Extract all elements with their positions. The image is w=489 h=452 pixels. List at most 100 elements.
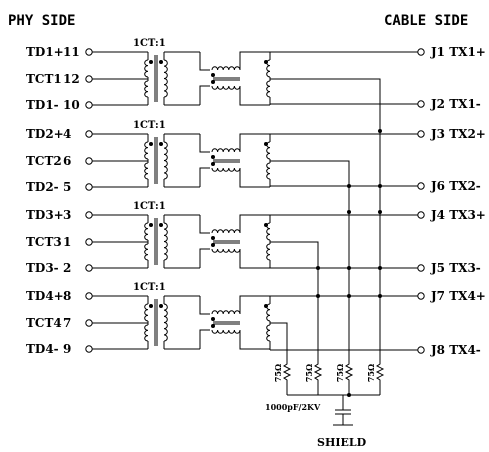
primary-coil-lower <box>144 243 149 261</box>
bus-junction-dot <box>347 393 351 397</box>
turns-ratio-label: 1CT:1 <box>133 38 166 49</box>
phy-pin-name: TD1+ <box>26 45 64 59</box>
primary-coil-upper <box>144 303 149 322</box>
autotransformer-coil-lower <box>266 80 271 98</box>
primary-coil-lower <box>144 80 149 98</box>
polarity-dot <box>211 155 215 159</box>
choke-coil-upper <box>211 66 241 71</box>
polarity-dot <box>149 223 153 227</box>
cable-terminal <box>417 48 425 56</box>
wire <box>239 133 266 152</box>
wire <box>239 168 266 188</box>
phy-pin-number: 11 <box>63 45 80 59</box>
choke-coil-lower <box>211 167 241 172</box>
capacitor-label: 1000pF/2KV <box>265 402 321 412</box>
phy-pin-number: 5 <box>63 180 71 194</box>
phy-terminal <box>85 211 93 219</box>
bus-junction-dot <box>378 184 382 188</box>
phy-pin-number: 3 <box>63 208 71 222</box>
bus-junction-dot <box>347 294 351 298</box>
turns-ratio-label: 1CT:1 <box>133 120 166 131</box>
secondary-coil <box>163 141 168 180</box>
bus-junction-dot <box>316 294 320 298</box>
polarity-dot <box>149 142 153 146</box>
wire <box>239 249 266 269</box>
cable-pin-name: J5 TX3- <box>430 261 481 275</box>
wire <box>239 214 266 233</box>
phy-side-header: PHY SIDE <box>8 13 75 29</box>
phy-pin-number: 8 <box>63 289 71 303</box>
wire <box>239 51 266 70</box>
autotransformer-coil-lower <box>266 324 271 342</box>
phy-pin-name: TD3- <box>26 261 59 275</box>
centre-tap-wire <box>270 241 319 360</box>
cable-terminal <box>417 130 425 138</box>
wire <box>199 167 210 187</box>
turns-ratio-label: 1CT:1 <box>133 282 166 293</box>
bus-junction-dot <box>347 210 351 214</box>
polarity-dot <box>264 304 268 308</box>
phy-pin-name: TCT2 <box>26 154 62 168</box>
resistor-value-label: 75Ω <box>335 364 345 382</box>
choke-coil-lower <box>211 248 241 253</box>
bus-junction-dot <box>316 266 320 270</box>
bus-junction-dot <box>347 184 351 188</box>
phy-pin-number: 6 <box>63 154 71 168</box>
centre-tap-wire <box>270 78 381 360</box>
cable-terminal <box>417 292 425 300</box>
primary-coil-upper <box>144 59 149 78</box>
bus-junction-dot <box>378 294 382 298</box>
choke-coil-lower <box>211 85 241 90</box>
wire <box>199 134 210 153</box>
polarity-dot <box>211 236 215 240</box>
termination-resistor <box>313 360 323 395</box>
phy-pin-name: TD4- <box>26 342 59 356</box>
phy-terminal <box>85 345 93 353</box>
phy-pin-name: TD3+ <box>26 208 64 222</box>
polarity-dot <box>159 60 163 64</box>
bus-junction-dot <box>378 266 382 270</box>
wire <box>239 295 266 314</box>
wire <box>199 85 210 105</box>
bus-junction-dot <box>347 266 351 270</box>
phy-pin-name: TD2+ <box>26 127 64 141</box>
phy-terminal <box>85 75 93 83</box>
cable-pin-name: J3 TX2+ <box>430 127 486 141</box>
polarity-dot <box>159 304 163 308</box>
resistor-value-label: 75Ω <box>304 364 314 382</box>
centre-tap-wire <box>270 160 350 360</box>
phy-pin-number: 9 <box>63 342 71 356</box>
polarity-dot <box>211 80 215 84</box>
cable-terminal <box>417 100 425 108</box>
termination-resistor <box>344 360 354 395</box>
bus-junction-dot <box>378 210 382 214</box>
phy-terminal <box>85 238 93 246</box>
choke-coil-upper <box>211 148 241 153</box>
cable-terminal <box>417 211 425 219</box>
cable-side-header: CABLE SIDE <box>384 13 468 29</box>
wire <box>199 296 210 315</box>
phy-terminal <box>85 264 93 272</box>
polarity-dot <box>211 73 215 77</box>
polarity-dot <box>159 142 163 146</box>
polarity-dot <box>211 324 215 328</box>
autotransformer-coil-lower <box>266 162 271 180</box>
phy-pin-name: TCT3 <box>26 235 62 249</box>
autotransformer-coil-lower <box>266 243 271 261</box>
phy-pin-number: 2 <box>63 261 71 275</box>
secondary-coil <box>163 222 168 261</box>
phy-terminal <box>85 48 93 56</box>
primary-coil-lower <box>144 324 149 342</box>
phy-pin-name: TD2- <box>26 180 59 194</box>
cable-terminal <box>417 182 425 190</box>
polarity-dot <box>211 162 215 166</box>
cable-pin-name: J6 TX2- <box>430 179 481 193</box>
polarity-dot <box>264 223 268 227</box>
turns-ratio-label: 1CT:1 <box>133 201 166 212</box>
wire <box>239 330 266 350</box>
primary-coil-upper <box>144 141 149 160</box>
polarity-dot <box>149 304 153 308</box>
